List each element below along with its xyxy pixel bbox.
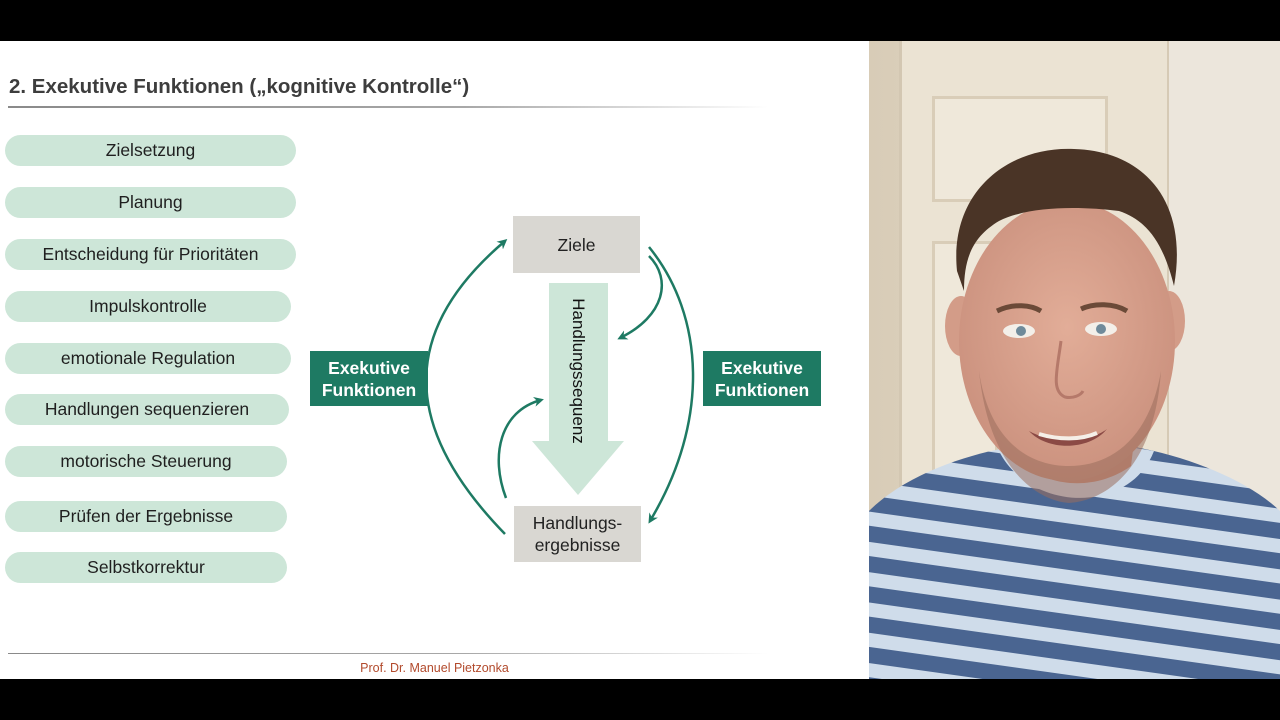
right-feedback-arc (648, 246, 695, 524)
footer-author: Prof. Dr. Manuel Pietzonka (360, 661, 509, 675)
goal-to-sequence-arc (617, 255, 664, 340)
left-feedback-arc (425, 239, 508, 535)
title-divider (8, 106, 768, 108)
webcam-video (869, 41, 1280, 679)
function-pill: Prüfen der Ergebnisse (5, 501, 287, 532)
slide-title: 2. Exekutive Funktionen („kognitive Kont… (9, 75, 470, 98)
footer-divider (8, 653, 768, 654)
function-pill: Selbstkorrektur (5, 552, 287, 583)
diagram-arrows (425, 239, 695, 535)
function-pill: Entscheidung für Prioritäten (5, 239, 296, 270)
function-pill: motorische Steuerung (5, 446, 287, 477)
function-pill: Planung (5, 187, 296, 218)
function-pill: Handlungen sequenzieren (5, 394, 289, 425)
exec-functions-left: Exekutive Funktionen (310, 351, 428, 406)
goals-box: Ziele (513, 216, 640, 273)
function-pill: Zielsetzung (5, 135, 296, 166)
result-to-sequence-arc (497, 396, 544, 499)
sequence-down-arrow (532, 283, 624, 495)
presenter-figure (869, 148, 1280, 679)
function-pill: emotionale Regulation (5, 343, 291, 374)
results-box: Handlungs- ergebnisse (514, 506, 641, 562)
exec-functions-right: Exekutive Funktionen (703, 351, 821, 406)
function-pill: Impulskontrolle (5, 291, 291, 322)
slide: 2. Exekutive Funktionen („kognitive Kont… (0, 41, 869, 679)
